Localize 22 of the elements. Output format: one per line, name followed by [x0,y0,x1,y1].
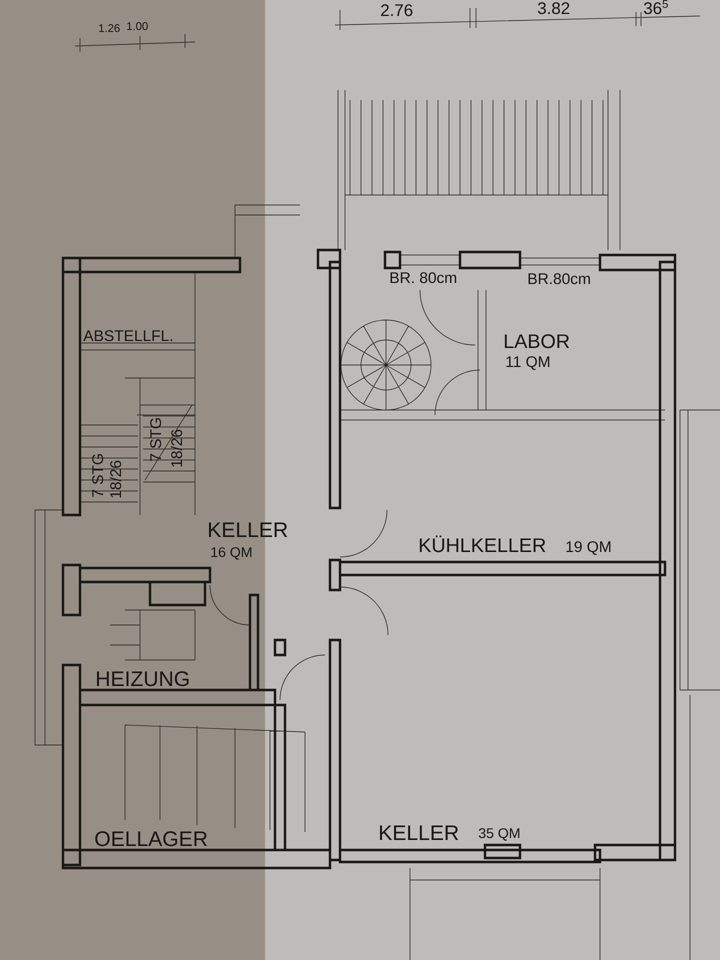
area-label: 11 QM [506,356,550,370]
stair-label: 7 STG [92,454,104,497]
stair-label: 18/26 [110,460,122,498]
room-label: ABSTELLFL. [83,330,172,342]
dimension-text: 1.26 [99,24,120,32]
stair-label: 7 STG [150,418,162,461]
door-width-label: BR.80cm [528,273,590,284]
room-label: KELLER [380,826,458,840]
stair-label: 18/26 [170,430,182,467]
room-label: HEIZUNG [97,671,189,686]
door-width-label: BR. 80cm [390,272,456,284]
room-label: KÜHLKELLER [420,536,546,552]
room-label: KELLER [209,522,288,537]
area-label: 35 QM [478,828,520,841]
room-label: LABOR [504,334,570,348]
dimension-text: 36$^{5}$ [644,0,668,14]
room-label: OELLAGER [95,831,207,846]
dimension-text: 3.82 [538,2,570,14]
area-label: 19 QM [566,541,610,555]
dimension-text: 2.76 [381,4,412,16]
area-label: 16 QM [211,547,252,560]
dimension-text: 1.00 [127,22,148,30]
